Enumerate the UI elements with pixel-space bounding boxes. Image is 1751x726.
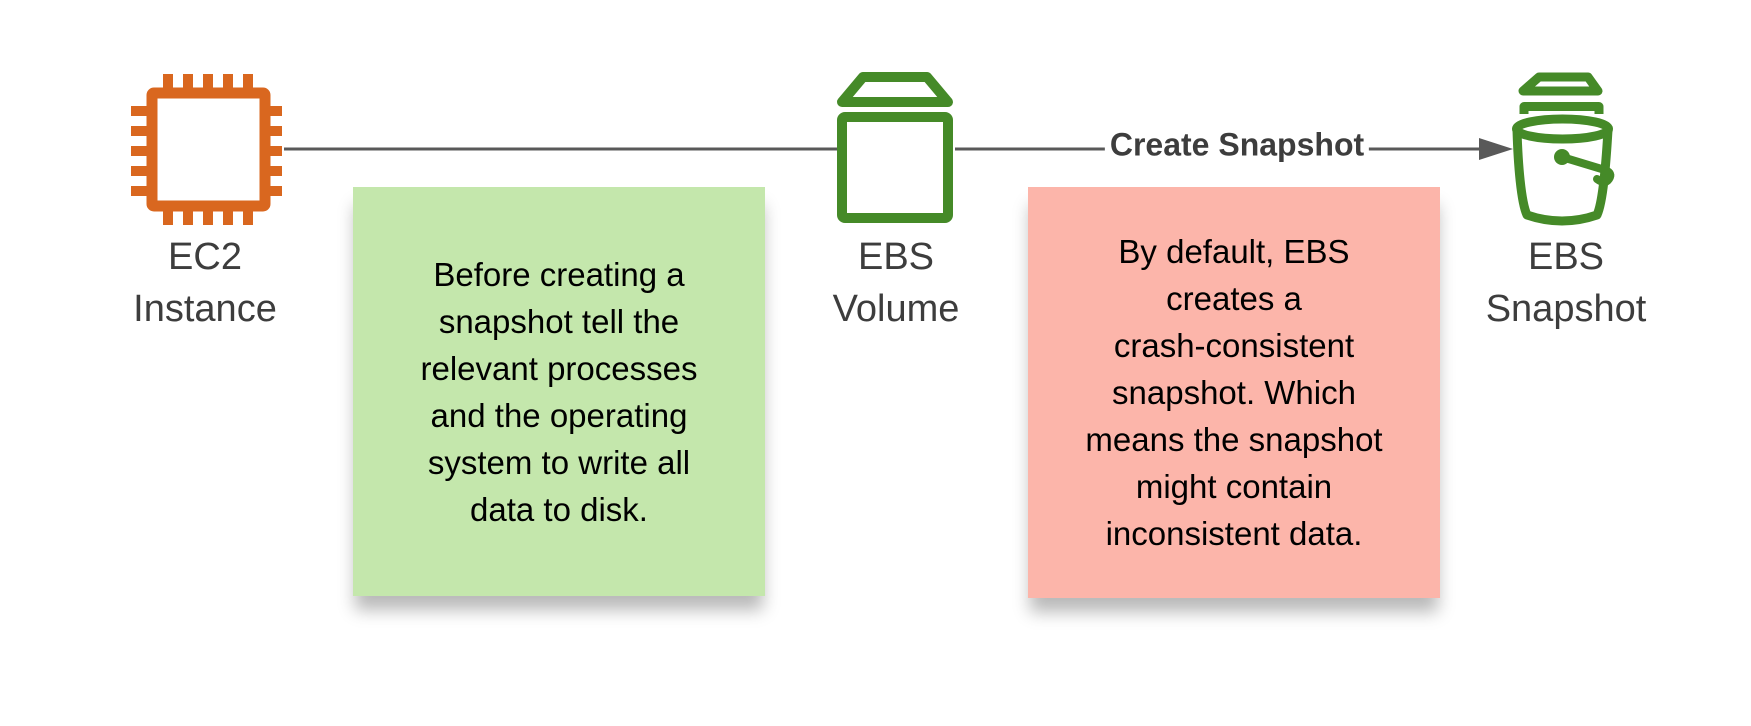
bucket-icon: [1512, 72, 1615, 226]
ebs-snapshot-label: EBS Snapshot: [1485, 236, 1647, 330]
note-crash-consistent-text: By default, EBS creates a crash-consiste…: [1085, 233, 1383, 552]
storage-volume-icon: [837, 72, 953, 223]
note-crash-consistent: By default, EBS creates a crash-consiste…: [1028, 187, 1440, 598]
ec2-instance-label: EC2 Instance: [133, 236, 277, 330]
note-before-snapshot-text: Before creating a snapshot tell the rele…: [420, 255, 698, 528]
note-before-snapshot: Before creating a snapshot tell the rele…: [353, 187, 765, 596]
ec2-microchip-icon: [131, 74, 282, 225]
create-snapshot-edge-label: Create Snapshot: [1104, 126, 1370, 164]
ebs-volume-label: EBS Volume: [832, 236, 960, 330]
